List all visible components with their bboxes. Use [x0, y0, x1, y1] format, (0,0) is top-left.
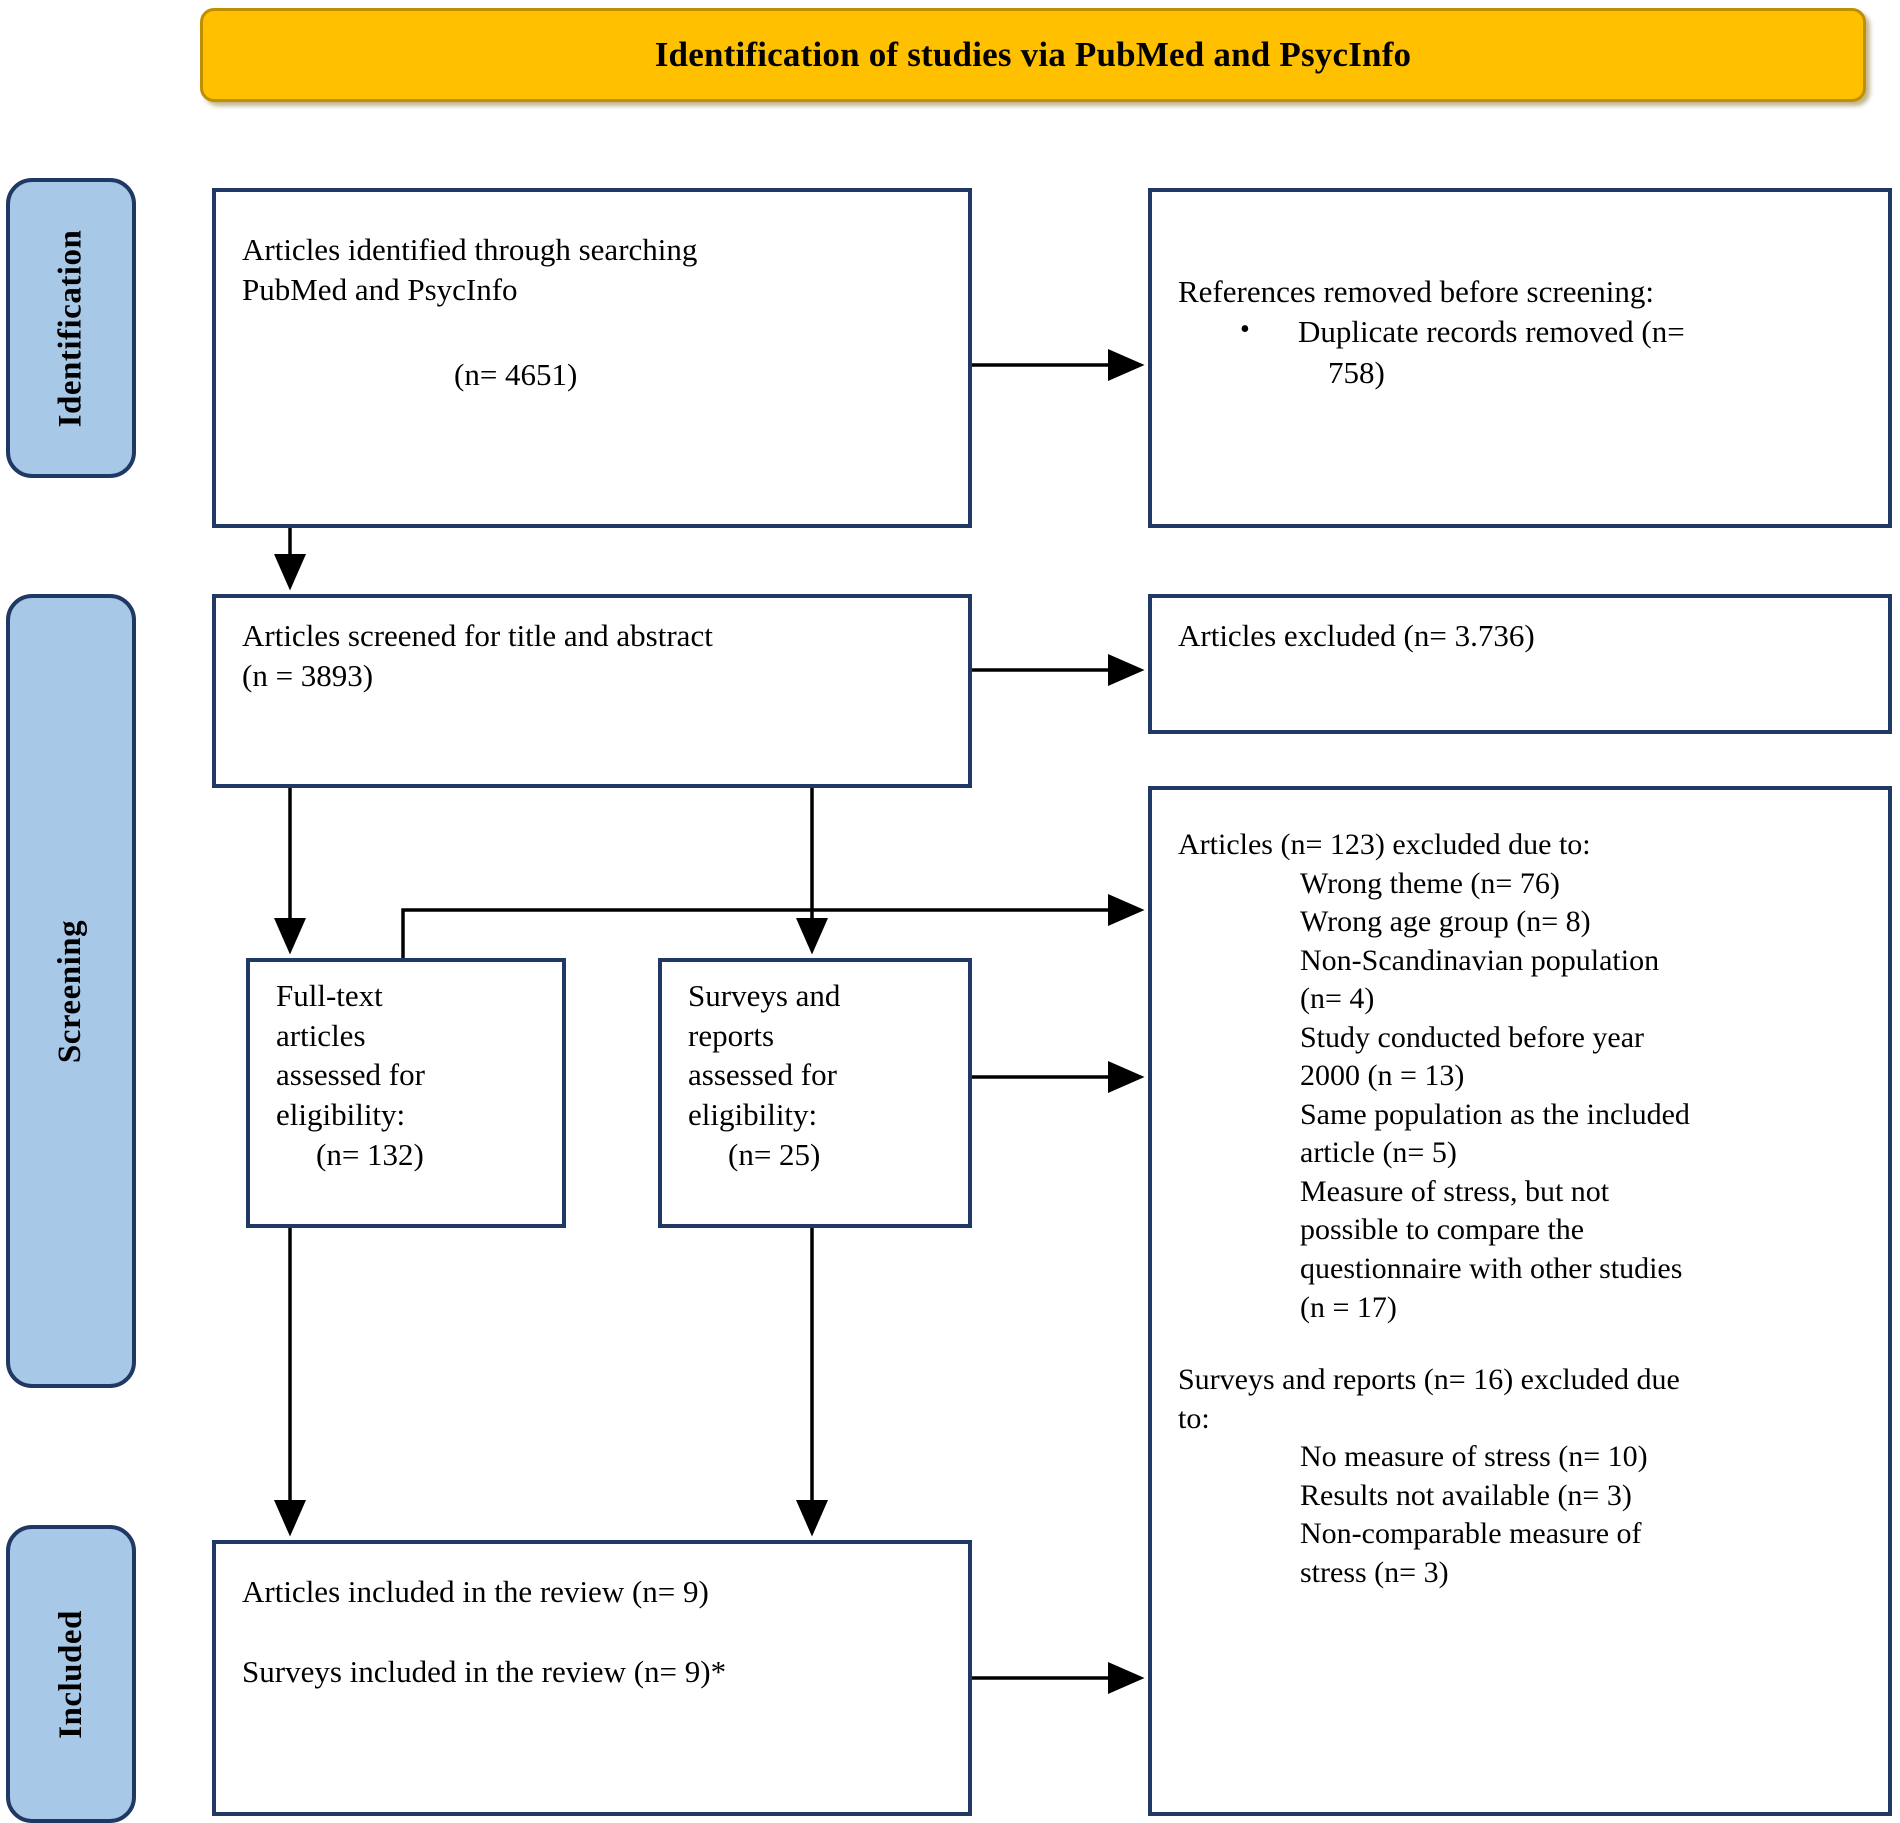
arrow-fulltext-to-exclusions [401, 893, 1145, 958]
included-line-2: Surveys included in the review (n= 9)* [242, 1654, 727, 1690]
bullet-icon: • [1240, 314, 1250, 346]
exclusions-article-reason: Same population as the included [1300, 1097, 1690, 1131]
box-surveys-reports-eligibility: Surveys and reports assessed for eligibi… [658, 958, 972, 1228]
page-title: Identification of studies via PubMed and… [654, 35, 1412, 74]
exclusions-articles-heading: Articles (n= 123) excluded due to: [1178, 828, 1591, 861]
fulltext-count: (n= 132) [316, 1136, 424, 1172]
fulltext-line-1: Full-text [276, 978, 383, 1013]
box-fulltext-articles-eligibility: Full-text articles assessed for eligibil… [246, 958, 566, 1228]
exclusions-survey-reason: stress (n= 3) [1300, 1555, 1449, 1589]
diagram-title-banner: Identification of studies via PubMed and… [200, 8, 1866, 102]
identified-line-2: PubMed and PsycInfo [242, 272, 518, 308]
exclusions-article-reason: article (n= 5) [1300, 1136, 1457, 1170]
exclusions-article-reason: Non-Scandinavian population [1300, 943, 1660, 977]
stage-label-identification: Identification [6, 178, 136, 478]
stage-label-screening-text: Screening [52, 919, 89, 1063]
stage-label-screening: Screening [6, 594, 136, 1388]
exclusions-survey-reason: Non-comparable measure of [1300, 1517, 1642, 1551]
exclusions-article-reason: (n= 4) [1300, 982, 1375, 1016]
excluded-screening-line-1: Articles excluded (n= 3.736) [1178, 618, 1535, 653]
surveys-line-3: assessed for [688, 1057, 837, 1093]
stage-label-included: Included [6, 1525, 136, 1823]
removed-bullet-line-2: 758) [1328, 354, 1385, 390]
screened-line-2: (n = 3893) [242, 658, 374, 694]
removed-bullet-line-1: Duplicate records removed (n= [1298, 314, 1685, 350]
box-studies-included: Articles included in the review (n= 9) S… [212, 1540, 972, 1816]
exclusions-survey-reason: Results not available (n= 3) [1300, 1478, 1632, 1512]
box-articles-excluded-screening: Articles excluded (n= 3.736) [1148, 594, 1892, 734]
box-exclusion-reasons: Articles (n= 123) excluded due to: Wrong… [1148, 786, 1892, 1816]
exclusions-article-reason: (n = 17) [1300, 1290, 1397, 1324]
exclusions-article-reason: Wrong theme (n= 76) [1300, 866, 1560, 900]
exclusions-surveys-heading-line-2: to: [1178, 1401, 1210, 1435]
box-articles-screened: Articles screened for title and abstract… [212, 594, 972, 788]
fulltext-line-4: eligibility: [276, 1097, 406, 1133]
identified-line-1: Articles identified through searching [242, 232, 698, 267]
exclusions-spacer [1178, 1327, 1872, 1361]
surveys-line-4: eligibility: [688, 1097, 818, 1133]
surveys-line-2: reports [688, 1017, 775, 1053]
screened-line-1: Articles screened for title and abstract [242, 618, 713, 653]
included-line-1: Articles included in the review (n= 9) [242, 1574, 709, 1609]
exclusions-article-reason: 2000 (n = 13) [1300, 1059, 1465, 1093]
box-references-removed: References removed before screening: • D… [1148, 188, 1892, 528]
exclusions-article-reason: Wrong age group (n= 8) [1300, 905, 1591, 939]
exclusions-article-reason: Study conducted before year [1300, 1020, 1645, 1054]
identified-count: (n= 4651) [454, 356, 578, 392]
included-spacer [242, 1612, 948, 1652]
exclusions-survey-reason: No measure of stress (n= 10) [1300, 1440, 1648, 1474]
surveys-count: (n= 25) [728, 1136, 821, 1172]
fulltext-line-3: assessed for [276, 1057, 425, 1093]
exclusions-article-reason: questionnaire with other studies [1300, 1252, 1683, 1286]
stage-label-identification-text: Identification [52, 229, 89, 427]
fulltext-line-2: articles [276, 1017, 366, 1053]
removed-bullet-item: • Duplicate records removed (n= [1178, 312, 1868, 352]
box-articles-identified: Articles identified through searching Pu… [212, 188, 972, 528]
surveys-line-1: Surveys and [688, 978, 841, 1013]
exclusions-surveys-heading-line-1: Surveys and reports (n= 16) excluded due [1178, 1363, 1680, 1397]
removed-heading: References removed before screening: [1178, 274, 1654, 309]
exclusions-article-reason: Measure of stress, but not [1300, 1174, 1610, 1208]
exclusions-article-reason: possible to compare the [1300, 1213, 1585, 1247]
stage-label-included-text: Included [52, 1609, 89, 1739]
